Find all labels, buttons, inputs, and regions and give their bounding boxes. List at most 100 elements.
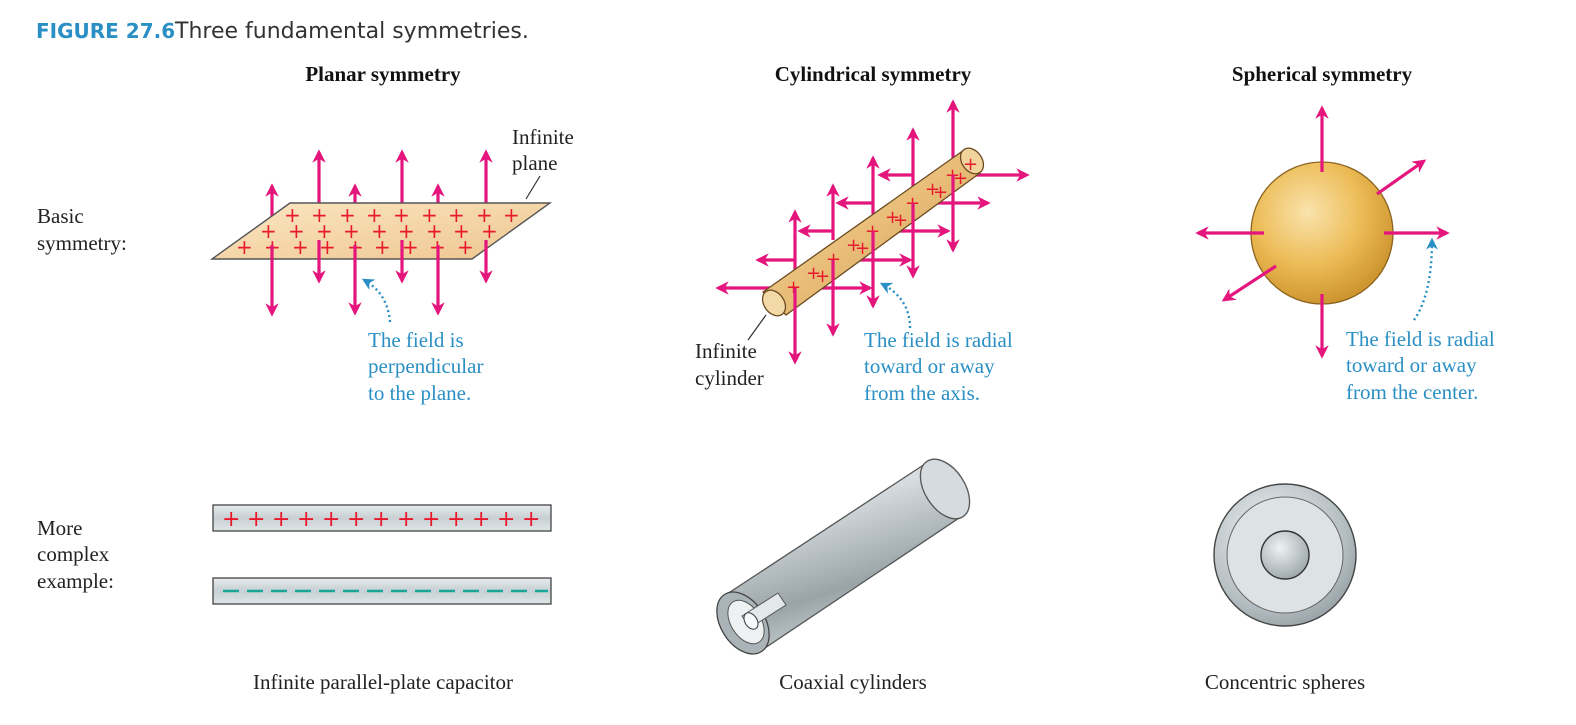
spherical-heading: Spherical symmetry [1232, 62, 1413, 86]
svg-text:+: + [316, 219, 333, 243]
planar-note-line2: perpendicular [368, 354, 483, 378]
svg-text:+: + [247, 507, 265, 532]
cylinder-end [761, 289, 787, 317]
svg-text:example:: example: [37, 569, 114, 593]
svg-text:+: + [453, 219, 470, 243]
coaxial-cylinders: Coaxial cylinders [716, 458, 971, 694]
svg-text:+: + [925, 179, 940, 200]
svg-text:+: + [222, 507, 240, 532]
positive-plate-charges: + + + + + + + + + + + + + [222, 507, 540, 532]
svg-text:+: + [398, 219, 415, 243]
svg-text:+: + [372, 507, 390, 532]
svg-text:+: + [963, 154, 978, 175]
spherical-note-line3: from the center. [1346, 380, 1478, 404]
cylindrical-note-line3: from the axis. [864, 381, 980, 405]
capacitor-caption: Infinite parallel-plate capacitor [253, 670, 513, 694]
svg-text:+: + [422, 507, 440, 532]
cylinder-charges: ++++++++++ +++++ [786, 154, 978, 298]
svg-text:+: + [311, 203, 328, 227]
svg-text:+: + [347, 507, 365, 532]
svg-text:+: + [339, 203, 356, 227]
svg-text:+: + [448, 203, 465, 227]
spherical-note-line2: toward or away [1346, 353, 1477, 377]
infinite-cylinder-label-line1: Infinite [695, 339, 757, 363]
svg-text:+: + [374, 235, 391, 259]
svg-text:+: + [476, 203, 493, 227]
cylindrical-note-line2: toward or away [864, 354, 995, 378]
svg-text:+: + [236, 235, 253, 259]
svg-text:+: + [885, 207, 900, 228]
cylindrical-note-pointer [879, 282, 912, 329]
concentric-spheres: Concentric spheres [1205, 483, 1365, 694]
svg-text:+: + [366, 203, 383, 227]
spherical-note-pointer [1413, 237, 1438, 321]
svg-text:+: + [284, 203, 301, 227]
svg-text:+: + [503, 203, 520, 227]
svg-text:+: + [953, 168, 968, 189]
svg-text:complex: complex [37, 542, 110, 566]
row-label-basic: Basic symmetry: [37, 204, 127, 255]
cylinder-field-arrows-front [788, 175, 960, 365]
planar-diagram: +++++++++ +++++++++ +++++++++ Infinite p… [209, 125, 574, 405]
infinite-plane-label-line1: Infinite [512, 125, 574, 149]
svg-text:+: + [472, 507, 490, 532]
svg-text:+: + [806, 263, 821, 284]
svg-text:+: + [855, 238, 870, 259]
svg-text:+: + [297, 507, 315, 532]
svg-text:+: + [786, 277, 801, 298]
planar-note-pointer [361, 278, 392, 323]
coaxial-caption: Coaxial cylinders [779, 670, 927, 694]
infinite-plane-label-line2: plane [512, 151, 557, 175]
charged-sphere [1250, 161, 1394, 305]
plane-leader-line [525, 175, 541, 200]
svg-text:+: + [826, 249, 841, 270]
cylindrical-diagram: ++++++++++ +++++ Infinite cylinder The f… [695, 99, 1030, 405]
svg-text:+: + [447, 507, 465, 532]
svg-text:+: + [402, 235, 419, 259]
plane-field-arrows-down [265, 240, 493, 317]
svg-text:+: + [288, 219, 305, 243]
svg-text:+: + [371, 219, 388, 243]
svg-text:+: + [319, 235, 336, 259]
concentric-caption: Concentric spheres [1205, 670, 1365, 694]
svg-text:+: + [260, 219, 277, 243]
figure-title: Three fundamental symmetries. [174, 19, 529, 44]
row-label-complex: More complex example: [37, 516, 114, 593]
infinite-cylinder-label-line2: cylinder [695, 366, 764, 390]
svg-text:Basic: Basic [37, 204, 84, 228]
svg-text:+: + [393, 203, 410, 227]
svg-text:+: + [426, 219, 443, 243]
cylinder-leader-line [747, 314, 767, 341]
sphere-field-arrows [1195, 105, 1450, 359]
svg-text:+: + [457, 235, 474, 259]
infinite-plane [209, 202, 553, 260]
cylindrical-note-line1: The field is radial [864, 328, 1013, 352]
svg-text:+: + [397, 507, 415, 532]
planar-note-line1: The field is [368, 328, 464, 352]
svg-text:+: + [522, 507, 540, 532]
spherical-note-line1: The field is radial [1346, 327, 1495, 351]
svg-text:More: More [37, 516, 83, 540]
svg-text:+: + [421, 203, 438, 227]
svg-text:+: + [893, 210, 908, 231]
cylindrical-heading: Cylindrical symmetry [775, 62, 972, 86]
svg-text:+: + [933, 182, 948, 203]
inner-sphere [1260, 530, 1310, 580]
svg-text:+: + [272, 507, 290, 532]
spherical-diagram: The field is radial toward or away from … [1195, 105, 1495, 404]
svg-text:+: + [322, 507, 340, 532]
svg-text:+: + [497, 507, 515, 532]
svg-text:symmetry:: symmetry: [37, 231, 127, 255]
inner-cylinder-end [743, 612, 759, 630]
positive-plate [212, 504, 552, 532]
planar-heading: Planar symmetry [305, 62, 461, 86]
planar-note-line3: to the plane. [368, 381, 471, 405]
svg-text:+: + [292, 235, 309, 259]
svg-text:+: + [815, 266, 830, 287]
svg-text:+: + [846, 235, 861, 256]
svg-text:+: + [343, 219, 360, 243]
svg-text:+: + [481, 219, 498, 243]
parallel-plate-capacitor: + + + + + + + + + + + + + Infinite parallel-plate ca… [212, 504, 552, 694]
figure-number: FIGURE 27.6 [36, 19, 175, 43]
